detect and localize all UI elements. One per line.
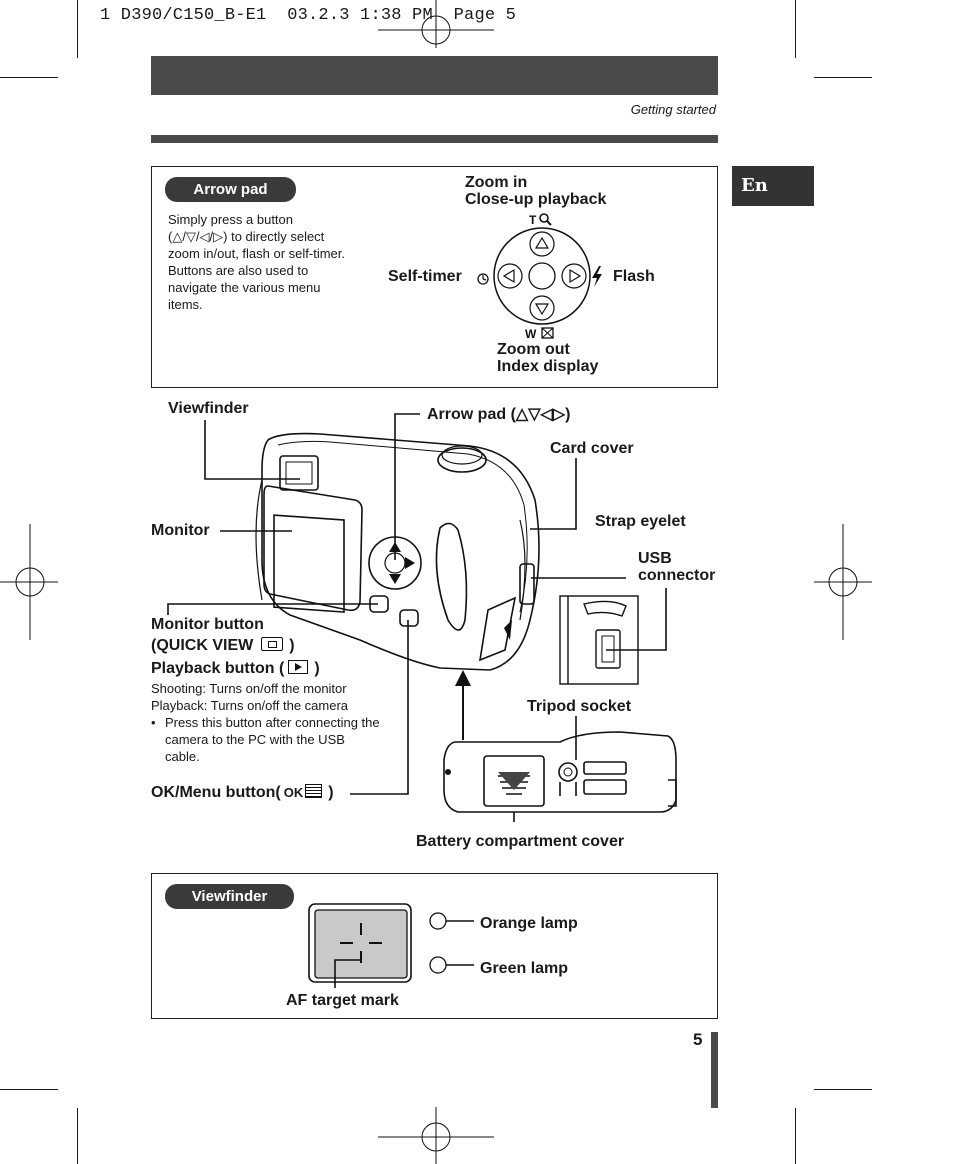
strap-pointer [504, 620, 512, 640]
description-line: (△/▽/◁/▷) to directly select [168, 229, 325, 244]
ok-menu-button [399, 609, 419, 627]
playback-icon [288, 660, 309, 674]
crop-mark [0, 1089, 58, 1090]
tripod-socket [558, 762, 578, 782]
viewfinder-screen [314, 909, 408, 979]
monitor-screen [273, 514, 345, 613]
up-pointer-arrow [455, 670, 471, 740]
strap-eyelet-label: Strap eyelet [595, 513, 686, 530]
right-arrow-icon [569, 268, 582, 284]
crop-mark [795, 1108, 796, 1164]
up-arrow-icon [534, 236, 550, 249]
viewfinder-pill: Viewfinder [165, 884, 294, 909]
t-mark: T [529, 213, 537, 227]
crop-mark [0, 77, 58, 78]
right-button [561, 263, 587, 289]
crop-mark [814, 77, 872, 78]
self-timer-icon [477, 273, 489, 285]
index-display-icon [541, 327, 554, 339]
header-bar [151, 56, 718, 95]
page-number: 5 [693, 1030, 703, 1049]
zoom-magnifier-icon [539, 213, 552, 226]
af-target-mark [340, 923, 382, 963]
crop-mark [77, 1108, 78, 1164]
crop-mark [77, 0, 78, 58]
card-cover [519, 563, 535, 605]
header-rule [151, 135, 718, 143]
tripod-socket-label: Tripod socket [527, 698, 632, 715]
up-button [529, 231, 555, 257]
battery-cover-label: Battery compartment cover [416, 833, 625, 850]
green-lamp-label: Green lamp [480, 960, 569, 977]
down-arrow-icon [389, 574, 401, 584]
left-button [497, 263, 523, 289]
playback-description: Shooting: Turns on/off the monitor Playb… [151, 681, 380, 764]
left-arrow-icon [502, 268, 515, 284]
menu-icon [305, 784, 323, 798]
crop-mark [814, 1089, 872, 1090]
description-line: Buttons are also used to [168, 263, 309, 278]
self-timer-label: Self-timer [388, 268, 462, 285]
monitor-button-label: Monitor button (QUICK VIEW) [151, 616, 295, 654]
viewfinder-window [279, 455, 319, 491]
ok-menu-button-label: OK/Menu button(OK) [151, 784, 334, 801]
usb-connector-label: USB connector [638, 550, 716, 584]
quick-view-icon [261, 637, 284, 651]
monitor-label: Monitor [151, 522, 210, 539]
arrow-pad-pill: Arrow pad [165, 177, 296, 202]
usb-cover [478, 596, 517, 662]
right-arrow-icon [405, 557, 415, 569]
usb-inset [559, 595, 639, 685]
down-button [529, 295, 555, 321]
flash-label: Flash [613, 268, 655, 285]
card-cover-label: Card cover [550, 440, 634, 457]
arrow-pad-diagram: T W [477, 213, 602, 341]
orange-lamp-label: Orange lamp [480, 915, 578, 932]
battery-compartment-cover [483, 755, 545, 807]
side-grip-recess [435, 522, 468, 631]
strap-eyelet-dot [445, 769, 451, 775]
language-tab: En [732, 166, 814, 206]
bullet: • [151, 715, 156, 730]
af-target-label: AF target mark [286, 992, 399, 1009]
down-arrow-icon [534, 303, 550, 316]
shutter-button [437, 447, 487, 473]
crop-mark [795, 0, 796, 58]
zoom-out-label: Zoom out Index display [497, 341, 599, 375]
flash-icon [592, 266, 602, 287]
print-slug: 1 D390/C150_B-E1 03.2.3 1:38 PM Page 5 [100, 6, 517, 25]
monitor-frame [263, 485, 363, 612]
section-title: Getting started [630, 102, 716, 117]
viewfinder-label: Viewfinder [168, 400, 249, 417]
description-line: zoom in/out, flash or self-timer. [168, 246, 346, 261]
page-bar [711, 1032, 718, 1108]
description-line: Simply press a button [168, 212, 294, 227]
leader-lines [167, 413, 667, 822]
arrow-pad-description: Simply press a button (△/▽/◁/▷) to direc… [168, 211, 345, 313]
description-line: items. [168, 297, 203, 312]
playback-button-label: Playback button () [151, 660, 320, 677]
battery-arrow-icon [498, 772, 530, 790]
w-mark: W [525, 327, 537, 341]
arrow-pad-label: Arrow pad (△▽◁▷) [427, 406, 571, 423]
zoom-in-label: Zoom in Close-up playback [465, 174, 607, 208]
arrow-pad-box [151, 166, 718, 388]
description-line: navigate the various menu [168, 280, 321, 295]
center-button [528, 262, 556, 290]
